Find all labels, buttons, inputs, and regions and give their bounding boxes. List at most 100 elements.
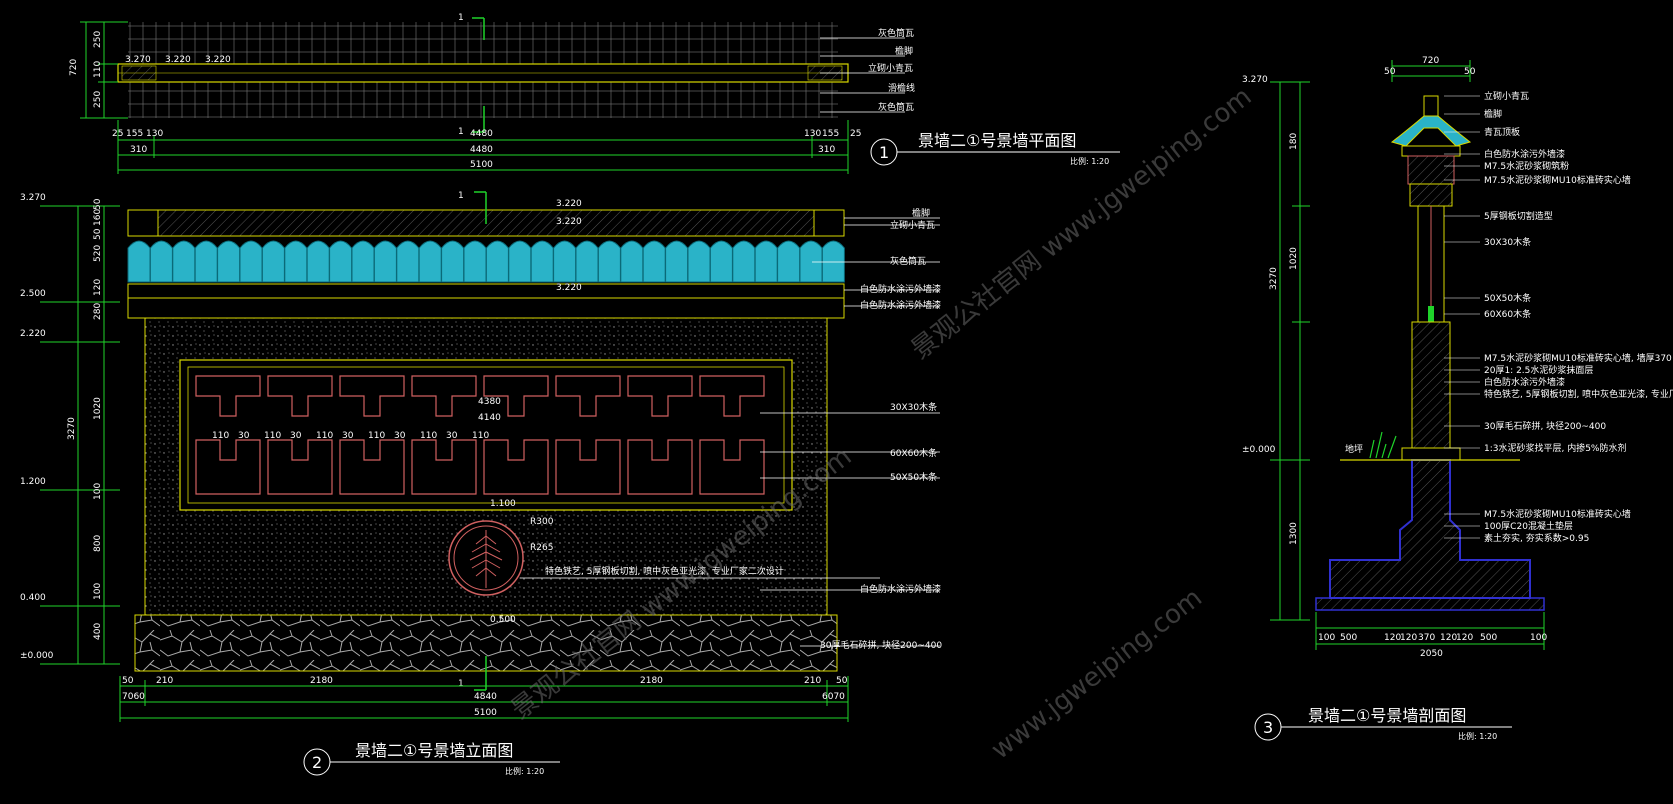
roof-tile: [732, 240, 756, 283]
elev-emblem-dim-r300: R300: [530, 517, 554, 527]
roof-tile: [127, 240, 151, 283]
roof-tile: [351, 240, 375, 283]
elev-top-level-1: 3.220: [556, 199, 582, 209]
grass-icon: [1369, 431, 1397, 459]
drawing-elevation: 1 1 3.220 3.220 3.220 1.100 0.500 R300 R…: [20, 191, 942, 776]
elev-note-2: 立砌小青瓦: [890, 219, 935, 231]
roof-tile: [687, 240, 711, 283]
roof-tile: [239, 240, 263, 283]
plan-left-dim-3: 250: [93, 91, 103, 108]
section-ground-label: 地坪: [1345, 443, 1363, 455]
plan-left-dim-total: 720: [69, 59, 79, 76]
section-note: 1:3水泥砂浆找平层, 内掺5%防水剂: [1484, 442, 1627, 454]
section-bottom-dim-label: 500: [1480, 633, 1497, 643]
plan-level-2: 3.220: [165, 55, 191, 65]
section-bottom-total: 2050: [1420, 649, 1443, 659]
section-note: M7.5水泥砂浆砌MU10标准砖实心墙: [1484, 174, 1631, 186]
roof-tile: [553, 240, 577, 283]
roof-tile: [149, 240, 173, 283]
roof-tile: [418, 240, 442, 283]
plan-section-mark-top: 1: [458, 13, 464, 23]
lattice-unit: [699, 375, 765, 495]
section-top-dim-3: 50: [1464, 67, 1476, 77]
roof-tile: [441, 240, 465, 283]
section-note: 50X50木条: [1484, 292, 1531, 304]
plan-number: 1: [879, 143, 889, 162]
elev-section-mark-top: 1: [458, 191, 464, 201]
plan-left-dim-1: 250: [93, 31, 103, 48]
plan-dim-row3: 5100: [470, 160, 493, 170]
elev-lattice-frame: [179, 359, 793, 511]
elev-title: 景墙二①号景墙立面图: [355, 741, 513, 760]
plan-dim-row2-a: 310: [130, 145, 147, 155]
section-note: 檐脚: [1484, 108, 1502, 120]
plan-dim-c: 130: [146, 129, 163, 139]
roof-tile: [575, 240, 599, 283]
section-left-dim-1: 180: [1289, 133, 1299, 150]
section-note: 30X30木条: [1484, 236, 1531, 248]
section-scale: 比例: 1:20: [1458, 731, 1497, 741]
elev-dim-b6: 50: [836, 676, 848, 686]
roof-tile: [172, 240, 196, 283]
drawing-plan: 1 1 3.270 3.220 3.220 720 250 110 250 25…: [69, 13, 1120, 174]
elev-cornice-2: [127, 297, 845, 319]
section-note: 5厚钢板切割造型: [1484, 210, 1553, 222]
elev-scale: 比例: 1:20: [505, 766, 544, 776]
roof-tile: [485, 240, 509, 283]
elev-level-5: 0.400: [20, 593, 46, 603]
elev-emblem-level-bottom: 0.500: [490, 615, 516, 625]
elev-dim-b3: 2180: [310, 676, 333, 686]
elev-left-dim-label: 50: [93, 228, 103, 240]
plan-dim-d: 4480: [470, 129, 493, 139]
roof-tile: [665, 240, 689, 283]
plan-dim-row2-c: 310: [818, 145, 835, 155]
section-note: 白色防水涂污外墙漆: [1484, 148, 1565, 160]
elev-dim-c2: 4840: [474, 692, 497, 702]
plan-level-3: 3.220: [205, 55, 231, 65]
section-note: 特色铁艺, 5厚钢板切割, 喷中灰色亚光漆, 专业厂家二次设计: [1484, 388, 1673, 400]
elev-cornice-1: [127, 283, 845, 299]
roof-tile: [777, 240, 801, 283]
section-title: 景墙二①号景墙剖面图: [1308, 706, 1466, 725]
elev-level-3: 2.220: [20, 329, 46, 339]
elev-level-2: 2.500: [20, 289, 46, 299]
section-bottom-dim-label: 120: [1384, 633, 1401, 643]
elev-note-8: 50X50木条: [890, 471, 937, 483]
elev-note-4: 白色防水涂污外墙漆: [860, 283, 941, 295]
plan-dim-row2-b: 4480: [470, 145, 493, 155]
lattice-dim-label: 110: [212, 431, 229, 441]
elev-lattice: [195, 375, 765, 495]
section-bottom-dim-label: 120: [1456, 633, 1473, 643]
watermark-2: www.jgweiping.com: [986, 583, 1208, 766]
roof-tile: [463, 240, 487, 283]
section-note: 60X60木条: [1484, 308, 1531, 320]
elev-left-dim-label: 800: [93, 535, 103, 552]
section-note: 白色防水涂污外墙漆: [1484, 376, 1565, 388]
section-left-dim-3: 1020: [1289, 247, 1299, 270]
plan-note-5: 灰色筒瓦: [878, 101, 914, 113]
lattice-dim-label: 30: [342, 431, 354, 441]
elev-note-3: 灰色筒瓦: [890, 255, 926, 267]
elev-emblem-inner: [453, 525, 519, 591]
elev-dim-c3: 6070: [822, 692, 845, 702]
lattice-unit: [483, 375, 549, 495]
roof-tile: [709, 240, 733, 283]
roof-tile: [396, 240, 420, 283]
elev-left-dim-label: 100: [93, 483, 103, 500]
section-top-dim-2: 50: [1384, 67, 1396, 77]
plan-level-1: 3.270: [125, 55, 151, 65]
section-note: 100厚C20混凝土垫层: [1484, 520, 1573, 532]
lattice-unit: [627, 375, 693, 495]
roof-tile: [261, 240, 285, 283]
plan-scale: 比例: 1:20: [1070, 156, 1109, 166]
plan-note-3: 立砌小青瓦: [868, 62, 913, 74]
section-roof: [1390, 115, 1472, 147]
section-bottom-dim-label: 100: [1530, 633, 1547, 643]
section-bottom-dim-label: 370: [1418, 633, 1435, 643]
elev-lattice-dim-1: 4380: [478, 397, 501, 407]
plan-dim-b: 155: [126, 129, 143, 139]
lattice-dim-label: 30: [394, 431, 406, 441]
elev-lattice-dim-2: 4140: [478, 413, 501, 423]
elev-dim-d1: 5100: [474, 708, 497, 718]
